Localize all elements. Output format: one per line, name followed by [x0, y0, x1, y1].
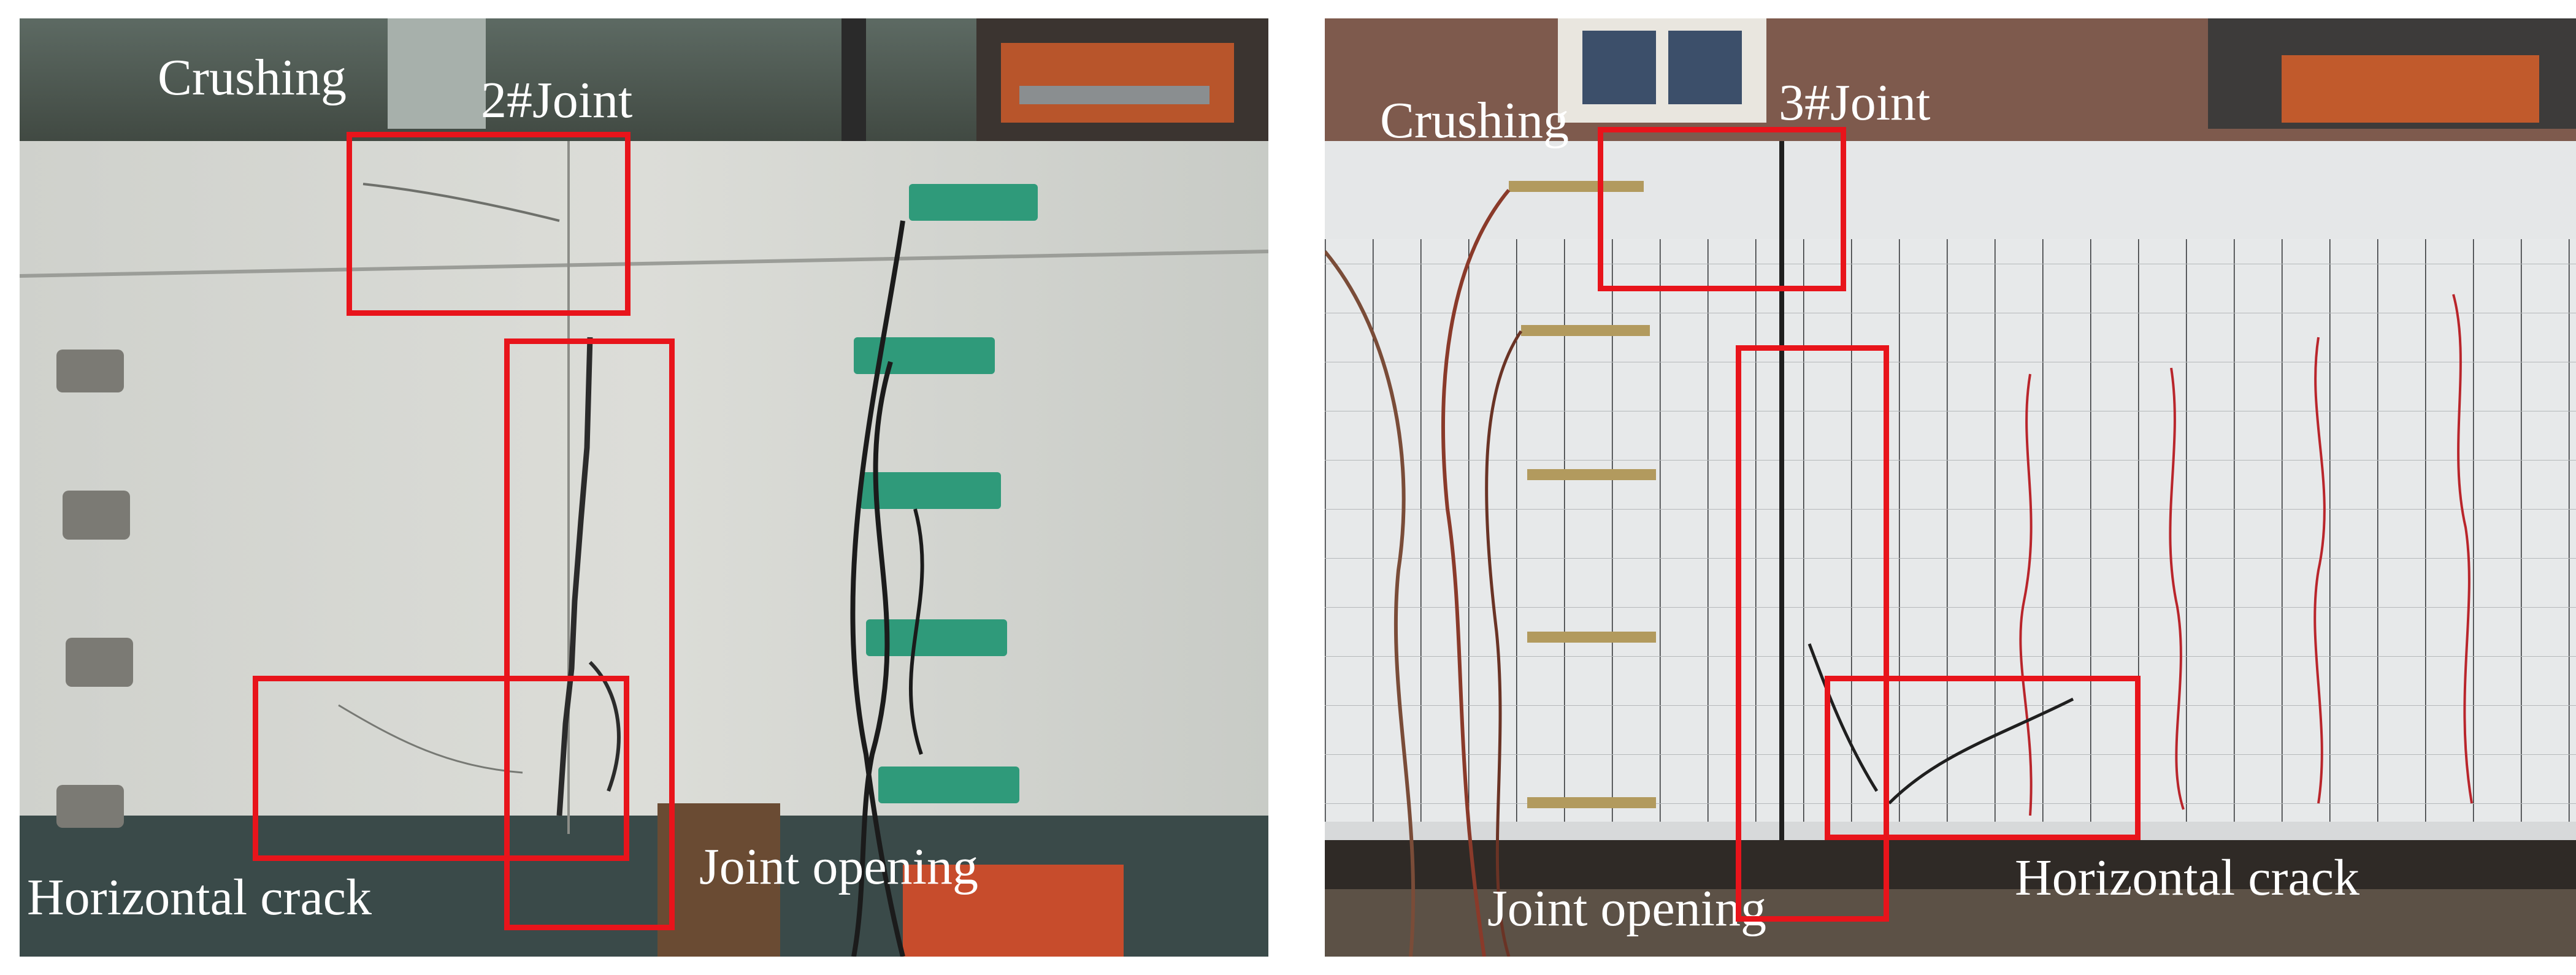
horizontal-crack-label: Horizontal crack	[2015, 849, 2360, 906]
left-beam-photo	[20, 18, 1268, 957]
joint-opening-highlight-box	[504, 338, 675, 930]
joint-label: 2#Joint	[481, 72, 633, 129]
crushing-label: Crushing	[158, 49, 347, 106]
horizontal-crack-label: Horizontal crack	[27, 869, 372, 926]
joint-opening-highlight-box	[1736, 345, 1889, 922]
joint-opening-label: Joint opening	[699, 838, 978, 895]
right-beam-photo	[1325, 18, 2576, 957]
crushing-highlight-box	[1598, 127, 1846, 291]
crushing-label: Crushing	[1380, 92, 1570, 149]
horizontal-crack-highlight-box	[1825, 676, 2141, 840]
crushing-highlight-box	[347, 132, 631, 316]
right-photo-panel: Crushing 3#Joint Joint opening Horizonta…	[1325, 18, 2576, 957]
horizontal-crack-highlight-box	[253, 676, 629, 861]
joint-opening-label: Joint opening	[1487, 880, 1766, 937]
joint-label: 3#Joint	[1779, 74, 1931, 131]
left-photo-panel: Crushing 2#Joint Horizontal crack Joint …	[20, 18, 1268, 957]
